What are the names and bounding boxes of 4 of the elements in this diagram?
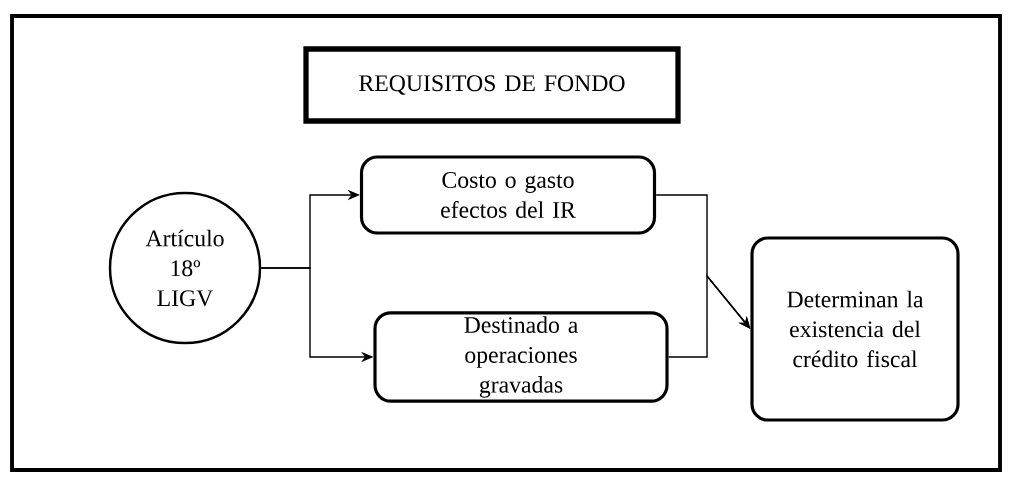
title-box: REQUISITOS DE FONDO	[303, 46, 681, 124]
process-box: Costo o gasto efectos del IR	[359, 155, 657, 235]
result-box: Determinan la existencia del crédito fiscal	[750, 236, 960, 422]
process-box: Destinado a operaciones gravadas	[373, 311, 669, 403]
